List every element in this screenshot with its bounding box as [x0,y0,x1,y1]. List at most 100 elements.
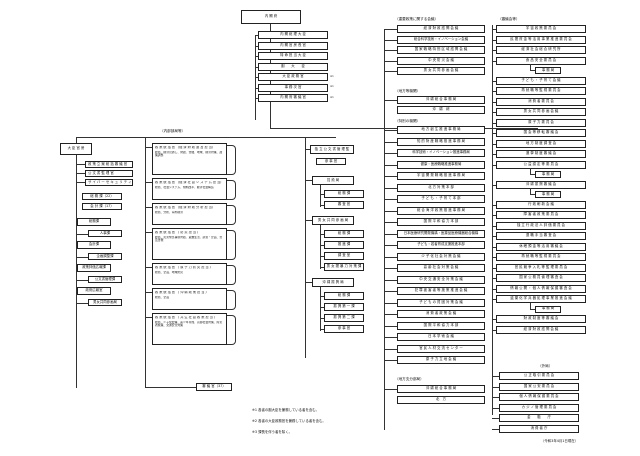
secretariat-div-box: 公文書管理課 [88,275,122,283]
policy-unit-box: 政 策 統 括 官 （ 原 子 力 防 災 担 当 ）総括、企画、地域防災 [152,263,227,285]
mid-sub-bus [320,287,321,331]
secretariat-connector [76,164,85,165]
shingikai-connector [492,278,496,279]
mid-item-box: 振 興 第 一 課 [324,303,364,311]
mid-connector [320,267,324,268]
shingikai-connector [492,122,496,124]
cabinet-office-box: 内 閣 府 [241,10,301,24]
sub-connector [530,174,535,175]
mid-item-box: 推 進 課 [324,241,364,249]
mid-sub-bus [320,185,321,207]
council-box: 国 家 戦 略 特 別 区 域 諮 問 会 議 [397,46,485,54]
special-org-box: 犯 罪 被 害 者 等 施 策 推 進 会 議 [397,287,485,295]
special-org-box: 日本医療研究開発機構・医薬品医療機器総合機構 [397,229,485,238]
mid-sub-bus [320,225,321,269]
special-connector [384,291,397,292]
naibu-bus [76,137,336,138]
sub-connector [530,308,535,310]
secretariat-div-box: 総務課 [77,218,111,226]
footnote-marker: ※1 [330,96,334,99]
policy-connector [145,317,152,318]
shingikai-connector [492,246,496,248]
shingikai-box: 宇 宙 政 策 委 員 会 [496,25,586,33]
shingikai-connector [492,225,496,227]
shingikai-spine [492,25,493,325]
sub-connector [530,194,535,195]
shingikai-connector [492,101,496,103]
minister-connector [255,77,258,78]
policy-connector [145,182,152,183]
policy-bracket [227,315,236,345]
secretariat-div-box: 企画調整課 [88,252,122,260]
shingikai-box: 原 子 力 委 員 会 [496,118,586,127]
special-connector [384,210,397,212]
shingikai-box: 休 眠 預 金 等 活 用 審 議 会 [496,242,586,251]
shingikai-box: 沖 縄 振 興 審 議 会 [496,180,586,189]
special-org-box: 地 方 創 生 推 進 事 務 局 [397,126,485,134]
special-connector [384,187,397,189]
secretariat-connector [76,245,77,246]
regional-header: （地方等機関） [395,89,421,93]
mid-item-box: 振 興 第 二 課 [324,314,364,322]
council-header: （重要政策に関する会議） [395,17,439,21]
mid-group-box: 賞 勲 局 [312,176,354,185]
shingikai-connector [492,80,496,82]
policy-bracket [227,205,236,225]
shingikai-box: 遺 棄 化 学 兵 器 処 理 事 業 推 進 会 議 [496,295,586,303]
footnote: ※1 各省の副大臣を兼務している者を含む。 [252,408,320,412]
shingikai-connector [492,329,496,331]
shingikai-connector [492,133,496,134]
shingikai-box: 国 家 公 務 員 倫 理 審 査 会 [496,274,586,282]
special-org-box: 中 央 交 通 安 全 対 策 会 議 [397,275,485,284]
special-org-box: 国 際 平 和 協 力 本 部 [397,321,485,330]
minister-connector [255,98,258,99]
gaikyoku-connector [492,407,499,409]
special-connector [384,325,397,327]
shingikai-box: 選 挙 制 度 審 議 会 [496,150,586,158]
secretariat-div-box: 会計課 [77,241,111,249]
shingikai-connector [492,50,496,51]
shingikai-box: 再 就 職 等 監 視 委 員 会 [496,87,586,95]
footnote-marker: ※1 [330,85,334,88]
shingikai-box: 地 方 制 度 調 査 会 [496,139,586,148]
secretariat-connector [76,222,77,223]
policy-unit-title: 政 策 統 括 官 （ 原 子 力 防 災 担 当 ） [155,266,213,269]
policy-unit-title: 政 策 統 括 官 （経 済 財 政 運 営 担 当） [155,146,215,149]
shingikai-header: （審議会等） [498,17,520,21]
policy-bracket [227,145,236,175]
special-connector [384,199,397,200]
footnote: ※3 課長を伴う者を除く。 [252,430,292,434]
council-box: 総合科学技術・イノベーション会議 [397,35,485,44]
mid-item-box: 調 査 室 [324,252,364,260]
shingikai-connector [492,39,496,41]
secretariat-connector [76,173,85,174]
council-box: 男 女 共 同 参 画 会 議 [397,67,485,75]
special-org-box: 消 費 者 政 策 会 議 [397,310,485,318]
shingikai-connector [492,164,496,166]
shingikai-connector [492,91,496,92]
shingikai-box: 独 立 行 政 法 人 評 価 委 員 会 [496,221,586,230]
secretariat-connector [76,279,88,281]
special-org-box: 原 子 力 立 地 会 議 [397,356,485,364]
gaikyoku-connector [492,397,499,398]
policy-connector [145,147,152,148]
council-connector [384,60,397,62]
mid-bus [305,143,306,358]
special-org-box: 科学技術・イノベーション推進事務局 [397,149,485,157]
special-org-box: 宇 宙 開 発 戦 略 推 進 事 務 局 [397,172,485,180]
mid-item-box: 審 査 官 [324,201,364,209]
special-org-box: 国 際 平 和 協 力 本 部 [397,218,485,226]
policy-unit-box: 政 策 統 括 官 （経 済 社 会 シ ス テ ム 担 当）総括、社会システム… [152,178,227,200]
minister-box: 大 臣 政 務 官 [258,73,328,81]
shingikai-connector [492,288,496,290]
policy-connector [145,267,152,268]
gaikyoku-connector [492,428,499,430]
special-org-box: 高 齢 社 会 対 策 会 議 [397,264,485,272]
minister-connector [255,87,258,89]
shingikai-box: 再 就 職 等 監 視 委 員 会 [496,253,586,261]
mid-connector [320,318,324,319]
shingikai-connector [492,267,496,269]
policy-bracket [227,230,236,260]
mid-connector [320,307,324,308]
